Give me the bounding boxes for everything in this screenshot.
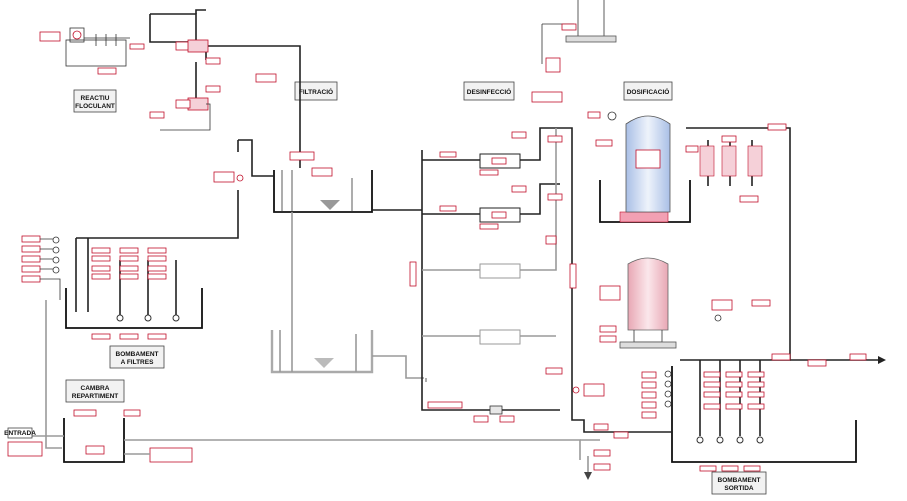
distribution-chamber: ENTRADA — [4, 409, 581, 463]
title-bombament-sortida: BOMBAMENT SORTIDA — [711, 471, 767, 495]
outlet-arrow-icon — [878, 356, 886, 364]
chemical-building — [531, 0, 617, 103]
output-instruments — [641, 370, 672, 419]
pump-icon[interactable] — [187, 39, 209, 53]
level-instruments — [21, 235, 61, 300]
title-desinfeccio: DESINFECCIÓ — [463, 81, 515, 101]
mixer-icon — [72, 30, 82, 40]
reagent-pumps — [149, 9, 301, 150]
flow-meter-icon — [572, 386, 580, 394]
label-cambra: CAMBRA — [81, 385, 110, 392]
title-bombament-fangs: BOMBAMENT A FILTRES — [109, 345, 165, 369]
pump-station-output — [580, 353, 886, 480]
pump-icon[interactable] — [187, 97, 209, 111]
output-pump-tags — [699, 371, 765, 472]
filter-tank-top — [213, 139, 373, 330]
title-cambra-repartiment: CAMBRA REPARTIMENT — [65, 379, 125, 403]
label-filtracio: FILTRACIÓ — [299, 87, 333, 96]
tank-icon — [627, 257, 669, 331]
label-bombament-2: BOMBAMENT — [718, 477, 761, 484]
valve-icon[interactable] — [489, 405, 503, 415]
dosing-section — [587, 111, 791, 354]
tag-reagent-1 — [39, 31, 61, 42]
label-repartiment: REPARTIMENT — [72, 393, 118, 400]
disinfection-manifold — [372, 127, 605, 423]
label-desinfeccio: DESINFECCIÓ — [467, 87, 511, 96]
title-reactiu-floculant: REACTIU FLOCULANT — [73, 89, 117, 113]
pump-icon[interactable] — [607, 111, 617, 121]
label-floculant: FLOCULANT — [75, 103, 115, 110]
label-reactiu: REACTIU — [81, 95, 110, 102]
down-arrow-icon — [584, 472, 592, 480]
inlet-box — [7, 427, 33, 439]
label-a-filtres: A FILTRES — [121, 359, 155, 366]
storage-tank — [599, 257, 771, 349]
reagent-skid — [39, 27, 145, 75]
filter-tank-bottom — [270, 330, 424, 379]
label-dosificacio: DOSIFICACIÓ — [627, 87, 670, 96]
pump-station-filters — [21, 190, 239, 449]
label-bombament-1: BOMBAMENT — [116, 351, 159, 358]
title-filtracio: FILTRACIÓ — [294, 81, 338, 101]
label-sortida: SORTIDA — [724, 485, 754, 492]
pump-tags-row — [91, 247, 167, 340]
flow-meter-icon — [236, 174, 244, 182]
title-dosificacio: DOSIFICACIÓ — [623, 81, 673, 101]
inlet-label: ENTRADA — [4, 430, 36, 437]
